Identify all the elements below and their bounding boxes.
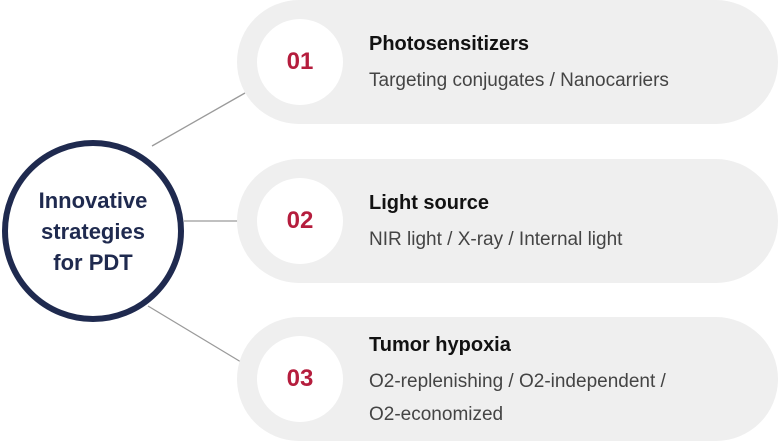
strategy-text: Tumor hypoxia O2-replenishing / O2-indep… bbox=[369, 331, 748, 431]
strategy-title: Photosensitizers bbox=[369, 33, 530, 55]
number-badge: 02 bbox=[257, 178, 343, 264]
central-circle: Innovative strategies for PDT bbox=[2, 140, 184, 322]
strategy-title: Light source bbox=[369, 192, 490, 214]
number-badge: 01 bbox=[257, 19, 343, 105]
hub-title-line-3: for PDT bbox=[53, 249, 133, 275]
strategy-description-line-1: O2-replenishing / O2-independent / bbox=[369, 371, 666, 392]
strategy-title: Tumor hypoxia bbox=[369, 334, 511, 356]
hub-title-line-1: Innovative bbox=[38, 187, 148, 213]
hub-title-line-2: strategies bbox=[41, 218, 145, 244]
strategy-card-light-source: 02 Light source NIR light / X-ray / Inte… bbox=[237, 159, 778, 283]
strategy-description-line-2: O2-economized bbox=[369, 404, 504, 425]
strategy-text: Photosensitizers Targeting conjugates / … bbox=[369, 30, 748, 97]
strategy-text: Light source NIR light / X-ray / Interna… bbox=[369, 189, 748, 256]
hub-title: Innovative strategies for PDT bbox=[39, 185, 148, 278]
strategy-description: NIR light / X-ray / Internal light bbox=[369, 229, 623, 250]
strategy-card-tumor-hypoxia: 03 Tumor hypoxia O2-replenishing / O2-in… bbox=[237, 317, 778, 441]
connector-line-1 bbox=[151, 92, 246, 147]
strategy-description: Targeting conjugates / Nanocarriers bbox=[369, 70, 669, 91]
connector-line-3 bbox=[147, 305, 242, 363]
strategy-card-photosensitizers: 01 Photosensitizers Targeting conjugates… bbox=[237, 0, 778, 124]
number-badge: 03 bbox=[257, 336, 343, 422]
